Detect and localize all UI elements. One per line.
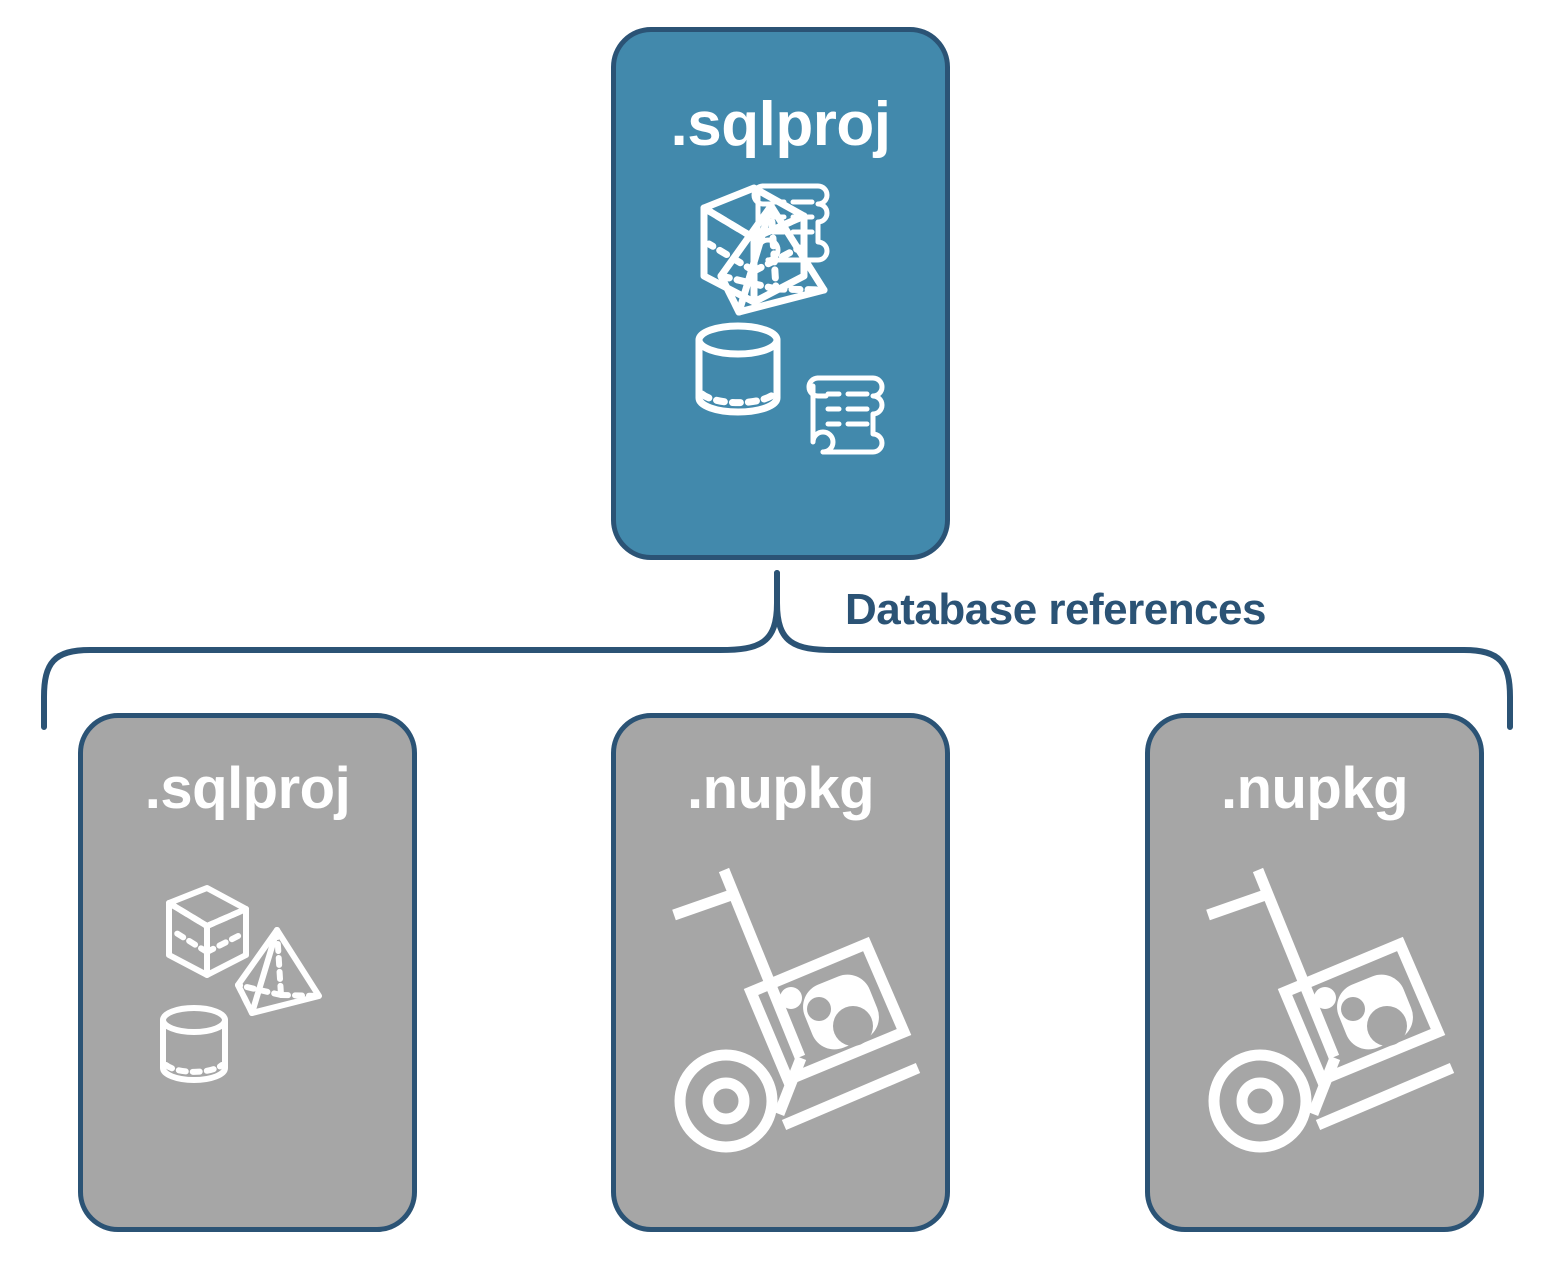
child-card-sqlproj[interactable]: .sqlproj (78, 713, 417, 1232)
child-card-icon-group-sqlproj (83, 858, 412, 1138)
child-card-icon-group-nupkg-1 (616, 848, 945, 1168)
connector-label: Database references (845, 585, 1266, 634)
scroll-icon (806, 375, 885, 455)
child-sqlproj-icons-svg (160, 885, 322, 1083)
parent-card-title: .sqlproj (670, 90, 891, 159)
cylinder-icon (695, 322, 781, 416)
child-card-nupkg-1[interactable]: .nupkg (611, 713, 950, 1232)
nuget-package-holes-icon (1341, 997, 1407, 1046)
cube-icon (166, 885, 249, 978)
child-card-icon-group-nupkg-2 (1150, 848, 1479, 1168)
parent-card-sqlproj[interactable]: .sqlproj (611, 27, 950, 560)
hand-truck-package-icon (672, 867, 921, 1153)
brace-connector (41, 570, 1513, 730)
pyramid-icon (235, 927, 322, 1016)
child-card-title-sqlproj: .sqlproj (144, 756, 351, 821)
pyramid-icon (717, 202, 828, 316)
nuget-package-holes-icon (807, 997, 873, 1046)
parent-card-icon-group (616, 172, 945, 455)
child-card-title-nupkg-1: .nupkg (686, 756, 875, 821)
hand-truck-package-icon (1206, 867, 1455, 1153)
nupkg-icon-svg-1 (672, 867, 921, 1153)
nupkg-icon-svg-2 (1206, 867, 1455, 1153)
child-card-nupkg-2[interactable]: .nupkg (1145, 713, 1484, 1232)
child-card-title-nupkg-2: .nupkg (1220, 756, 1409, 821)
parent-icons-svg (695, 183, 885, 455)
cylinder-icon (160, 1005, 228, 1083)
